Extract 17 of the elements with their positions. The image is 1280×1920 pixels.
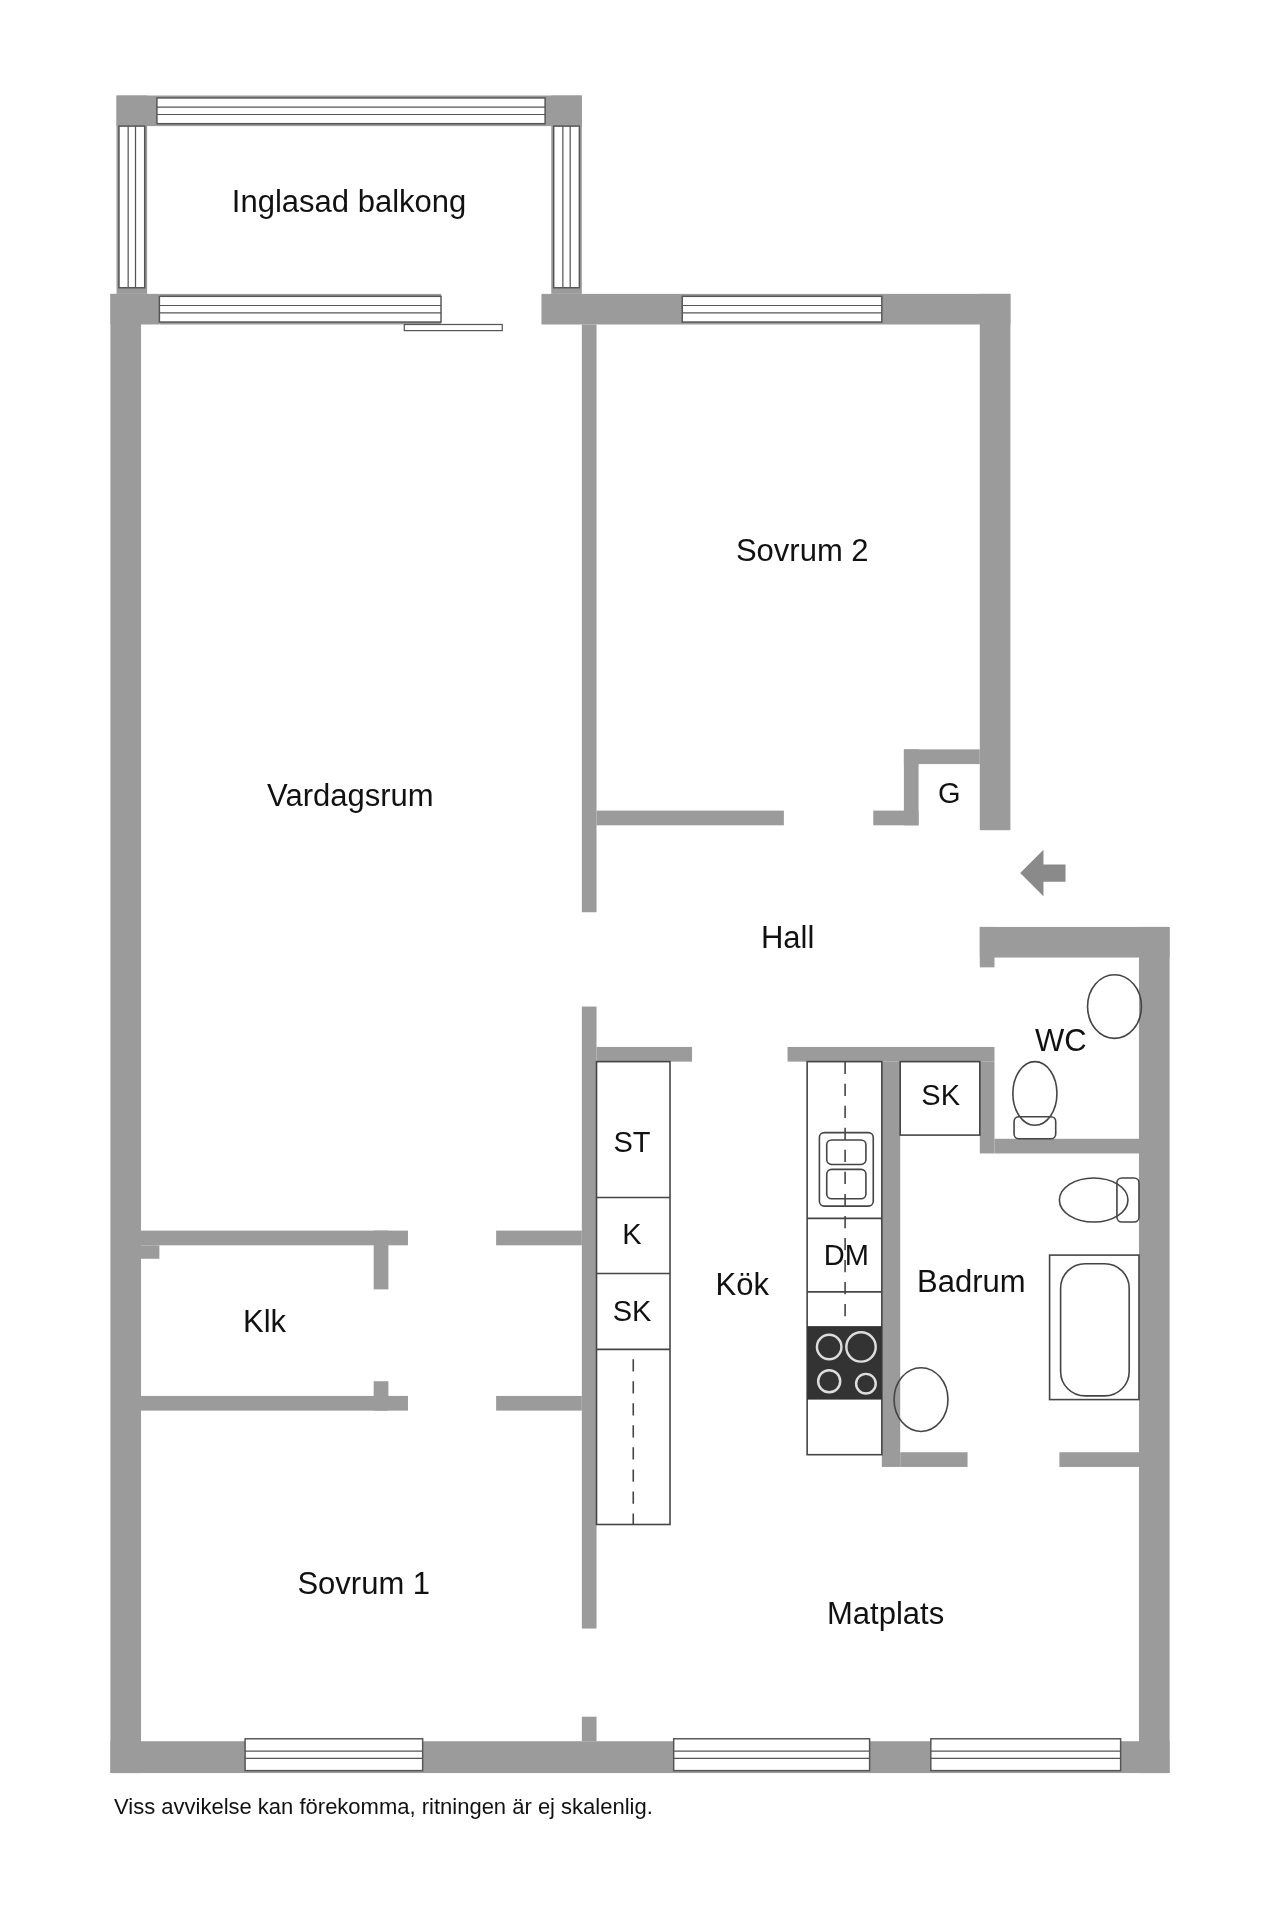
room-label: Matplats <box>827 1597 945 1632</box>
room-label: Hall <box>760 921 815 956</box>
room-label: Kök <box>715 1267 769 1302</box>
caption: Viss avvikelse kan förekomma, ritningen är ej skalenlig. <box>114 1794 653 1820</box>
room-label: Vardagsrum <box>267 779 434 814</box>
fixture-label: DM <box>823 1239 869 1272</box>
fixture-label: G <box>938 777 961 810</box>
room-label: WC <box>1034 1024 1087 1059</box>
fixture-label: SK <box>921 1080 961 1113</box>
room-label: Badrum <box>917 1265 1026 1300</box>
room-label: Sovrum 1 <box>297 1566 431 1601</box>
room-label: Inglasad balkong <box>231 185 467 220</box>
room-label: Klk <box>243 1304 287 1339</box>
room-label: Sovrum 2 <box>735 534 869 569</box>
fixture-label: K <box>622 1218 642 1251</box>
fixture-label: SK <box>612 1295 652 1328</box>
fixture-label: ST <box>613 1126 651 1159</box>
